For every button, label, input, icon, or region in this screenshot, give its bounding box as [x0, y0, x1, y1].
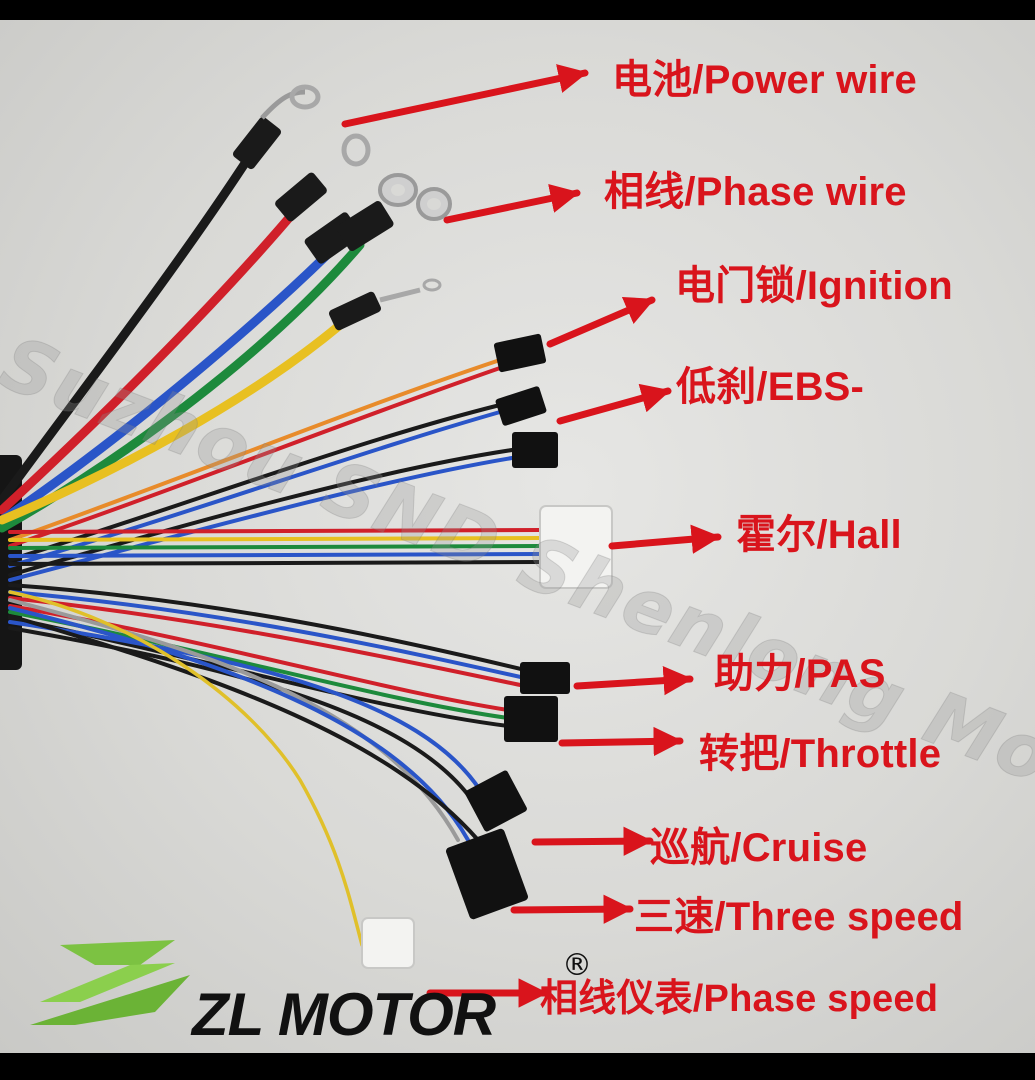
bottom-black-bar — [0, 1053, 1035, 1080]
arrow-hall — [608, 524, 722, 554]
power-phase-wires — [0, 135, 365, 533]
label-three-speed: 三速/Three speed — [634, 895, 964, 939]
wiring-harness-photo: Suzhou SND Shenlong Motor Co., Ltd 电池/Po… — [0, 20, 1035, 1053]
arrow-power — [341, 64, 589, 128]
label-power-wire: 电池/Power wire — [612, 58, 917, 102]
signal-wires — [8, 358, 542, 947]
pointer-arrows — [341, 64, 722, 1008]
arrow-cruise — [531, 826, 654, 856]
arrow-three-speed — [510, 894, 634, 924]
label-pas: 助力/PAS — [714, 652, 886, 696]
label-ignition: 电门锁/Ignition — [675, 264, 953, 308]
label-hall: 霍尔/Hall — [736, 513, 902, 557]
arrow-phase — [443, 183, 581, 224]
label-cruise: 巡航/Cruise — [650, 826, 868, 870]
arrow-ebs — [556, 383, 672, 425]
terminals — [232, 84, 452, 331]
label-ebs: 低刹/EBS- — [676, 365, 865, 409]
brand-name: ZL MOTOR — [192, 981, 496, 1048]
label-throttle: 转把/Throttle — [699, 732, 942, 776]
arrow-throttle — [558, 726, 684, 757]
arrow-ignition — [546, 296, 656, 348]
zl-logo-icon — [30, 940, 190, 1025]
signal-connectors — [361, 333, 613, 969]
arrow-pas — [573, 665, 694, 696]
wiring-harness-drawing — [0, 64, 722, 1025]
registered-mark: ® — [562, 948, 592, 983]
label-phase-speed: 相线仪表/Phase speed — [540, 978, 939, 1020]
label-phase-wire: 相线/Phase wire — [604, 170, 907, 214]
